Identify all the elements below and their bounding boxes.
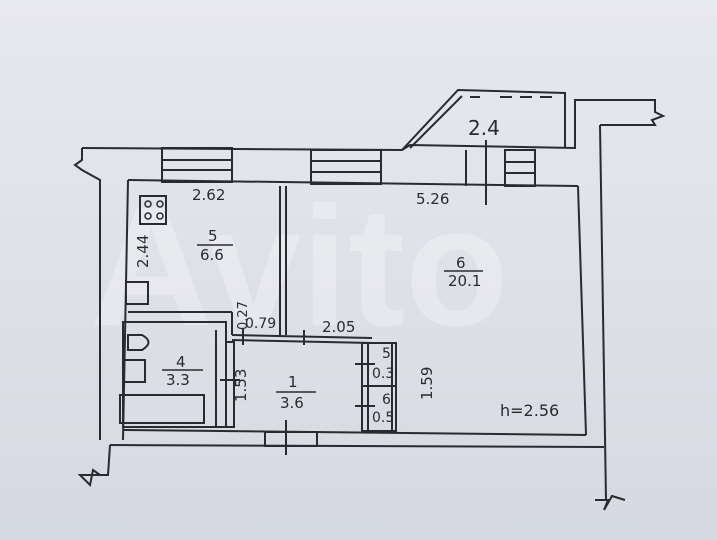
bathroom-number-label: 4: [176, 353, 186, 371]
hallway-width-label: 2.05: [322, 318, 355, 336]
dimension-small-a: 0.27: [236, 301, 251, 330]
hallway-number-label: 1: [288, 373, 298, 391]
balcony-area-label: 2.4: [468, 116, 500, 140]
closet-b-number-label: 6: [382, 392, 391, 408]
kitchen-width-label: 2.62: [192, 186, 225, 204]
kitchen-depth-label: 2.44: [134, 235, 152, 268]
watermark: Avito: [90, 172, 509, 362]
hallway-area-label: 3.6: [280, 394, 304, 412]
closet-a-area-label: 0.3: [372, 366, 394, 382]
bathroom-area-label: 3.3: [166, 371, 190, 389]
dimension-small-b: 0.79: [245, 316, 276, 332]
closet-b-area-label: 0.5: [372, 410, 394, 426]
living-number-label: 6: [456, 254, 466, 272]
kitchen-number-label: 5: [208, 227, 218, 245]
hallway-depth-label: 1.53: [232, 369, 250, 402]
living-width-label: 5.26: [416, 190, 449, 208]
kitchen-area-label: 6.6: [200, 246, 224, 264]
closet-a-number-label: 5: [382, 346, 391, 362]
living-area-label: 20.1: [448, 272, 481, 290]
living-depth-label: 1.59: [418, 367, 436, 400]
ceiling-height-label: h=2.56: [500, 401, 559, 420]
